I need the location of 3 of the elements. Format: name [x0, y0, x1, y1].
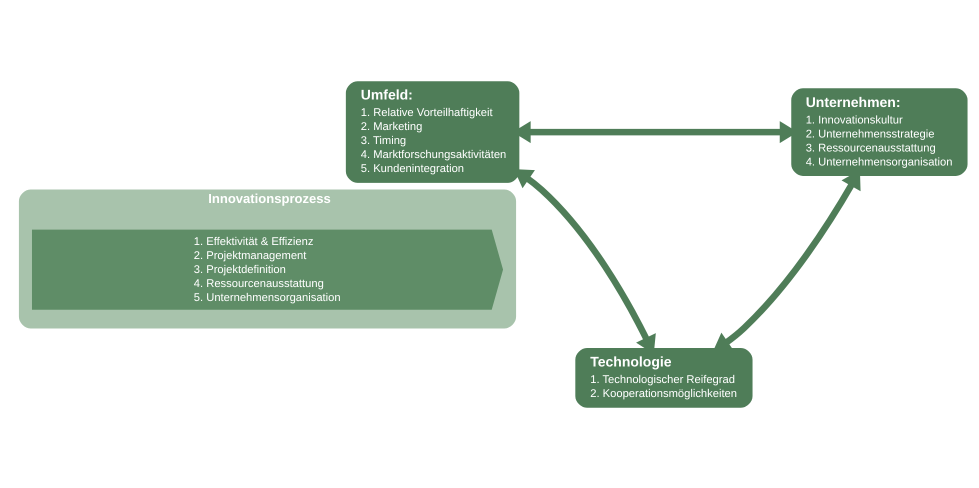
node-box: Unternehmen: 1. Innovationskultur 2. Unternehmensstrategie 3. Ressourcenausstattung 4. Unternehmensorganisation — [791, 88, 968, 176]
node-box: Technologie 1. Technologischer Reifegrad 2. Kooperationsmöglichkeiten — [575, 348, 753, 408]
node-box: Umfeld: 1. Relative Vorteilhaftigkeit 2. Marketing 3. Timing 4. Marktforschungsaktivitäten 5. Kundenintegration — [346, 80, 520, 182]
